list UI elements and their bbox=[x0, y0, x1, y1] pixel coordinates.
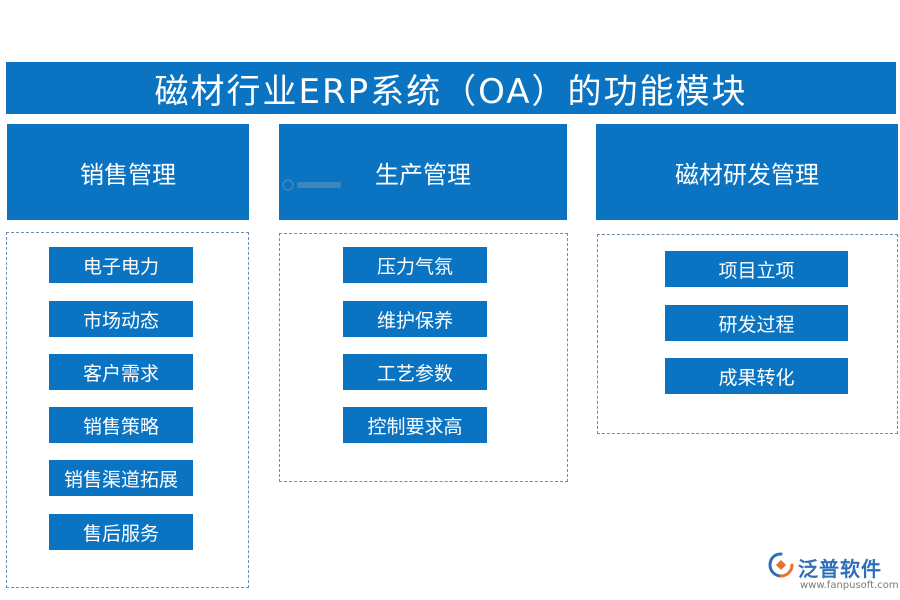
watermark-logo bbox=[282, 178, 342, 192]
brand-logo-icon bbox=[768, 552, 794, 578]
column-box-production bbox=[279, 233, 568, 482]
item-production-2: 维护保养 bbox=[343, 301, 487, 337]
item-production-4: 控制要求高 bbox=[343, 407, 487, 443]
item-rnd-3: 成果转化 bbox=[665, 358, 848, 394]
item-sales-2: 市场动态 bbox=[49, 301, 193, 337]
brand-watermark: 泛普软件 www.fanpusoft.com bbox=[768, 552, 899, 596]
watermark-icon bbox=[282, 179, 294, 191]
brand-name: 泛普软件 bbox=[798, 557, 882, 581]
item-production-3: 工艺参数 bbox=[343, 354, 487, 390]
column-header-rnd: 磁材研发管理 bbox=[596, 124, 898, 220]
item-sales-1: 电子电力 bbox=[49, 247, 193, 283]
item-sales-6: 售后服务 bbox=[49, 514, 193, 550]
item-rnd-1: 项目立项 bbox=[665, 251, 848, 287]
column-header-sales: 销售管理 bbox=[7, 124, 249, 220]
column-box-rnd bbox=[597, 234, 898, 434]
diagram-title: 磁材行业ERP系统（OA）的功能模块 bbox=[6, 62, 896, 114]
item-sales-3: 客户需求 bbox=[49, 354, 193, 390]
column-header-production: 生产管理 bbox=[279, 124, 567, 220]
item-sales-4: 销售策略 bbox=[49, 407, 193, 443]
item-sales-5: 销售渠道拓展 bbox=[49, 460, 193, 496]
watermark-text-mark bbox=[297, 182, 341, 188]
item-rnd-2: 研发过程 bbox=[665, 305, 848, 341]
item-production-1: 压力气氛 bbox=[343, 247, 487, 283]
brand-url: www.fanpusoft.com bbox=[800, 580, 899, 591]
column-box-sales bbox=[6, 232, 249, 588]
